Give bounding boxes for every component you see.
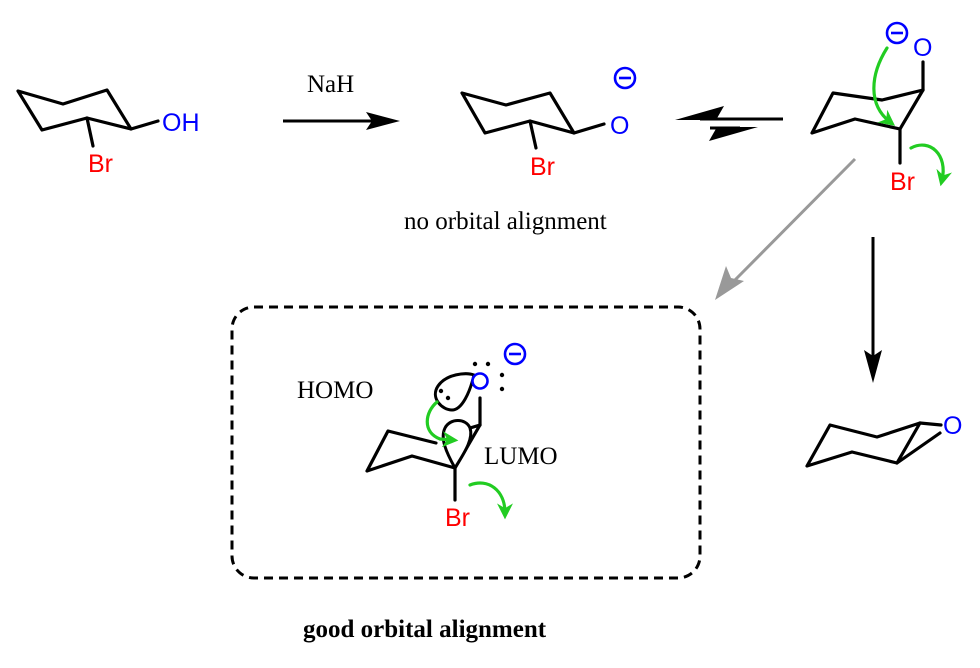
alkoxide-intermediate: O Br no orbital alignment [404, 66, 637, 235]
reactant-molecule: OH Br [16, 88, 200, 178]
oxygen-label: O [943, 412, 962, 440]
bromine-label: Br [890, 168, 915, 196]
c-o-bond [572, 122, 606, 135]
c-o-bond [129, 119, 160, 131]
no-alignment-caption: no orbital alignment [404, 208, 607, 235]
negative-charge-icon [503, 342, 527, 366]
lone-pair-dot [472, 361, 478, 367]
lone-pair-dot [499, 372, 505, 378]
c-o-bond-top [918, 421, 943, 427]
lumo-label: LUMO [484, 443, 558, 470]
lumo-orbital-lobe [441, 419, 473, 472]
good-alignment-caption: good orbital alignment [303, 616, 547, 643]
hydroxyl-label: OH [162, 109, 200, 137]
orbital-view-arrow [715, 157, 857, 300]
lone-pair-dot [445, 395, 451, 401]
homo-to-lumo-arrow [425, 400, 459, 448]
equilibrium-arrow [675, 106, 783, 141]
reaction-step-1: NaH [283, 71, 400, 130]
c-o-bond-bottom [895, 431, 942, 465]
orbital-alignment-box: HOMO LUMO O Br [230, 305, 702, 580]
lone-pair-dot [485, 361, 491, 367]
negative-charge-icon [613, 66, 637, 90]
nucleophilic-attack-arrow [872, 46, 896, 126]
bromine-label: Br [530, 153, 555, 181]
diaxial-conformer: O Br [810, 21, 953, 196]
reverse-half-arrowhead [675, 106, 724, 120]
bromine-label: Br [445, 504, 470, 532]
cyclization-arrow [864, 237, 882, 383]
bromine-label: Br [88, 150, 113, 178]
cyclohexane-ring [810, 88, 925, 135]
reaction-arrow-head [366, 112, 400, 130]
lone-pair-dot [438, 388, 444, 394]
cyclohexane-ring [460, 91, 576, 135]
oxygen-atom [471, 372, 489, 390]
forward-half-arrowhead [709, 127, 758, 141]
c-br-bond [85, 116, 95, 148]
cyclohexane-ring [16, 88, 133, 132]
epoxide-product: O [805, 412, 962, 468]
reagent-label: NaH [307, 71, 354, 98]
leaving-group-arrow [909, 143, 953, 187]
homo-label: HOMO [297, 377, 373, 404]
c-br-bond [528, 119, 538, 150]
leaving-group-arrow [468, 481, 513, 520]
dashed-border [230, 305, 702, 580]
oxygen-label: O [610, 112, 629, 140]
negative-charge-icon [885, 21, 909, 45]
lone-pair-dot [499, 386, 505, 392]
oxygen-label: O [913, 34, 932, 62]
